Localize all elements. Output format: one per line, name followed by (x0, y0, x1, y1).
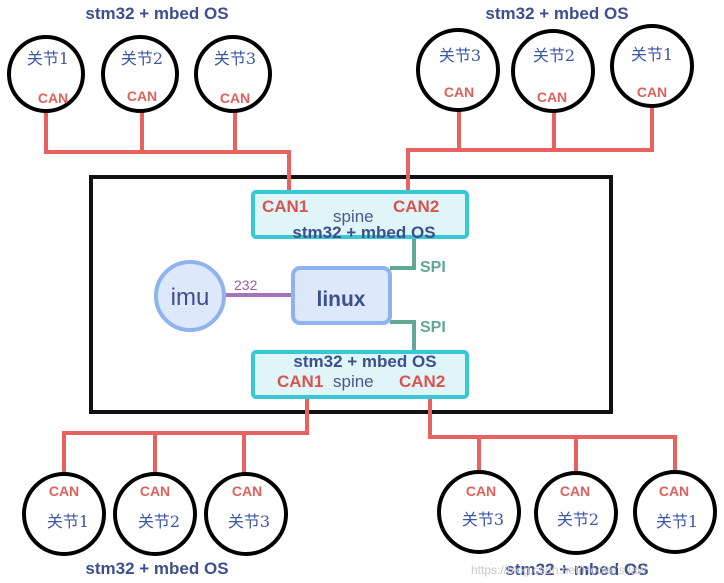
spine-box (251, 350, 469, 399)
spine-board-top: CAN1 spine CAN2 stm32 + mbed OS (251, 190, 469, 242)
group-title-top-right: stm32 + mbed OS (485, 4, 628, 23)
spine-can2-label: CAN2 (399, 372, 445, 391)
joint-label: 关节1 (656, 512, 698, 531)
joint-label: 关节3 (462, 510, 504, 529)
joint-can-label: CAN (466, 483, 496, 499)
joint-node: CAN 关节1 (633, 470, 717, 554)
spine-box (251, 190, 469, 239)
joint-label: 关节2 (138, 512, 180, 531)
spine-word: spine (333, 372, 374, 391)
can-wiring (44, 106, 677, 476)
spine-word: spine (333, 207, 374, 226)
joint-can-label: CAN (232, 483, 262, 499)
joint-node: CAN 关节3 (437, 470, 521, 554)
joint-can-label: CAN (49, 483, 79, 499)
joint-label: 关节3 (439, 46, 481, 65)
joint-can-label: CAN (140, 483, 170, 499)
joint-circle (113, 472, 197, 556)
spine-title: stm32 + mbed OS (292, 223, 435, 242)
joint-label: 关节1 (47, 512, 89, 531)
uart-label: 232 (234, 277, 258, 293)
joint-label: 关节3 (228, 512, 270, 531)
joint-node: 关节3 CAN (416, 28, 500, 112)
system-enclosure (89, 175, 613, 414)
spine-can1-label: CAN1 (262, 197, 308, 216)
joint-can-label: CAN (220, 90, 250, 106)
joint-can-label: CAN (127, 88, 157, 104)
linux-board: linux (291, 266, 392, 325)
joint-can-label: CAN (444, 84, 474, 100)
spine-can2-label: CAN2 (393, 197, 439, 216)
joint-can-label: CAN (38, 90, 68, 106)
joint-circle (7, 35, 85, 113)
joint-circle (511, 29, 595, 113)
joint-can-label: CAN (659, 483, 689, 499)
imu-label: imu (171, 284, 210, 311)
joint-circle (194, 35, 272, 113)
joint-label: 关节2 (121, 49, 163, 68)
joint-node: CAN 关节1 (22, 472, 106, 556)
joint-circle (204, 472, 288, 556)
joint-label: 关节2 (557, 510, 599, 529)
joint-node: CAN 关节3 (204, 472, 288, 556)
joint-circle (437, 470, 521, 554)
joint-node: 关节1 CAN (610, 24, 694, 108)
joint-circle (22, 472, 106, 556)
joint-label: 关节1 (631, 45, 673, 64)
spine-can1-label: CAN1 (277, 372, 323, 391)
joint-can-label: CAN (560, 483, 590, 499)
spi-wiring (390, 237, 416, 352)
group-title-top-left: stm32 + mbed OS (85, 4, 228, 23)
spi-link-bottom (390, 320, 416, 352)
spi-label-top: SPI (420, 259, 446, 276)
linux-box (291, 266, 392, 325)
joint-node: 关节3 CAN (194, 35, 272, 113)
spine-board-bottom: stm32 + mbed OS CAN1 spine CAN2 (251, 350, 469, 399)
watermark-text: https://blog.csdn.net/Hooke's law (471, 563, 646, 577)
joint-label: 关节1 (27, 49, 69, 68)
joint-node: CAN 关节2 (113, 472, 197, 556)
joint-label: 关节3 (214, 49, 256, 68)
joint-circle (633, 470, 717, 554)
joint-can-label: CAN (637, 84, 667, 100)
linux-label: linux (316, 288, 365, 311)
joint-can-label: CAN (537, 89, 567, 105)
spine-title: stm32 + mbed OS (293, 352, 436, 371)
joint-circle (610, 24, 694, 108)
joint-circle (416, 28, 500, 112)
joint-node: 关节2 CAN (101, 35, 179, 113)
joint-node: 关节2 CAN (511, 29, 595, 113)
joint-node: 关节1 CAN (7, 35, 85, 113)
group-title-bottom-right: stm32 + mbed OS (505, 560, 648, 579)
group-title-bottom-left: stm32 + mbed OS (85, 559, 228, 578)
spi-label-bottom: SPI (420, 319, 446, 336)
spi-link-top (390, 237, 416, 270)
imu-circle (154, 260, 226, 332)
joint-node: CAN 关节2 (534, 471, 618, 555)
imu-node: imu (154, 260, 226, 332)
joint-circle (101, 35, 179, 113)
joint-circle (534, 471, 618, 555)
joint-label: 关节2 (533, 46, 575, 65)
